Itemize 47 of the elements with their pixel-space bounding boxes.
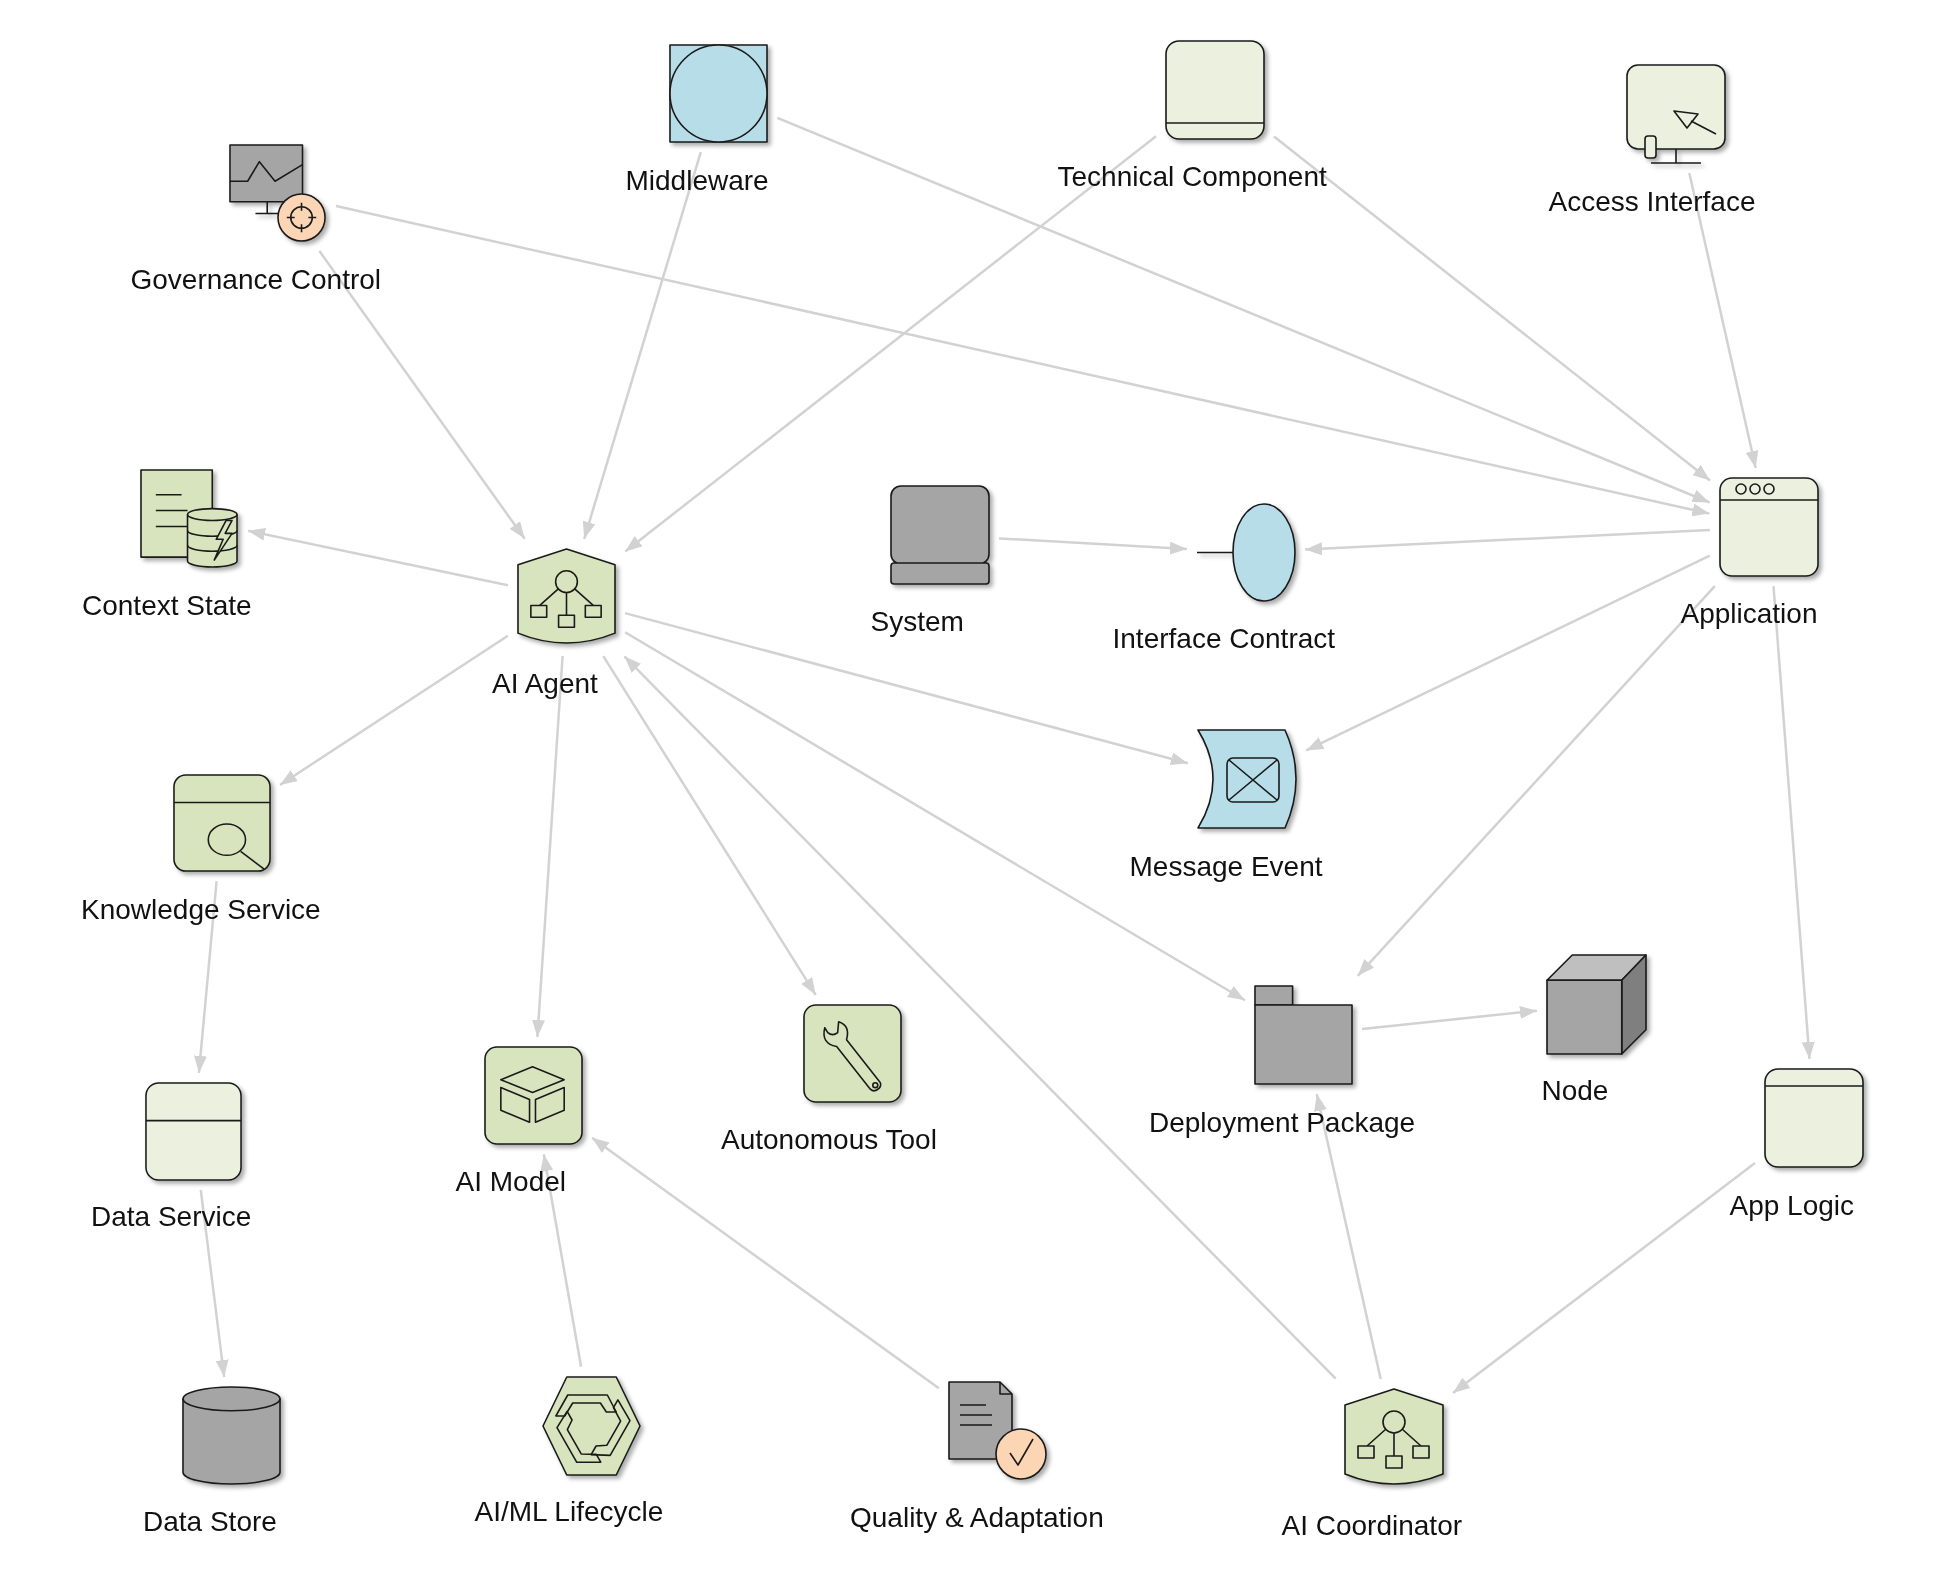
node-label: Interface Contract [1112,622,1336,656]
node-label: AI/ML Lifecycle [474,1495,664,1529]
node-label: Access Interface [1548,185,1756,219]
node-label: Quality & Adaptation [850,1501,1104,1535]
node-label: AI Coordinator [1281,1509,1463,1543]
node-label: Context State [82,589,252,623]
arrow [1361,1006,1538,1031]
arrow [194,881,218,1073]
arrow [318,250,526,540]
arrow [335,204,1710,517]
node-label: Application [1680,597,1818,631]
node-label: Governance Control [130,263,382,297]
arrow [247,527,509,587]
arrow [591,1136,940,1390]
arrow [279,634,509,787]
arrow [1688,172,1759,469]
node-label: Autonomous Tool [721,1123,937,1157]
arrow [532,655,564,1038]
arrow [1273,135,1711,482]
arrow [1772,586,1815,1059]
arrow [199,1189,229,1378]
node-label: AI Model [455,1165,566,1199]
node-label: AI Agent [492,667,598,701]
node-label: Deployment Package [1149,1106,1416,1140]
node-label: Data Store [143,1505,277,1539]
arrow [624,135,1157,553]
arrow [602,655,817,996]
node-label: App Logic [1729,1189,1855,1223]
node-label: Middleware [625,164,769,198]
node-label: Data Service [91,1200,252,1234]
arrow [1314,1093,1382,1380]
arrow [540,1154,583,1367]
node-label: Knowledge Service [81,893,321,927]
arrow [1356,585,1716,977]
arrow [623,655,1337,1380]
arrow [776,116,1711,504]
node-label: Technical Component [1057,160,1327,194]
node-label: Message Event [1129,850,1323,884]
node-label: Node [1541,1074,1609,1108]
arrow [999,537,1187,555]
arrow [624,611,1189,766]
arrow [1452,1162,1756,1394]
node-label: System [870,605,964,639]
arrow [582,151,702,540]
arrow [624,631,1246,1002]
arrow [1305,528,1710,556]
arrow [1305,554,1711,752]
